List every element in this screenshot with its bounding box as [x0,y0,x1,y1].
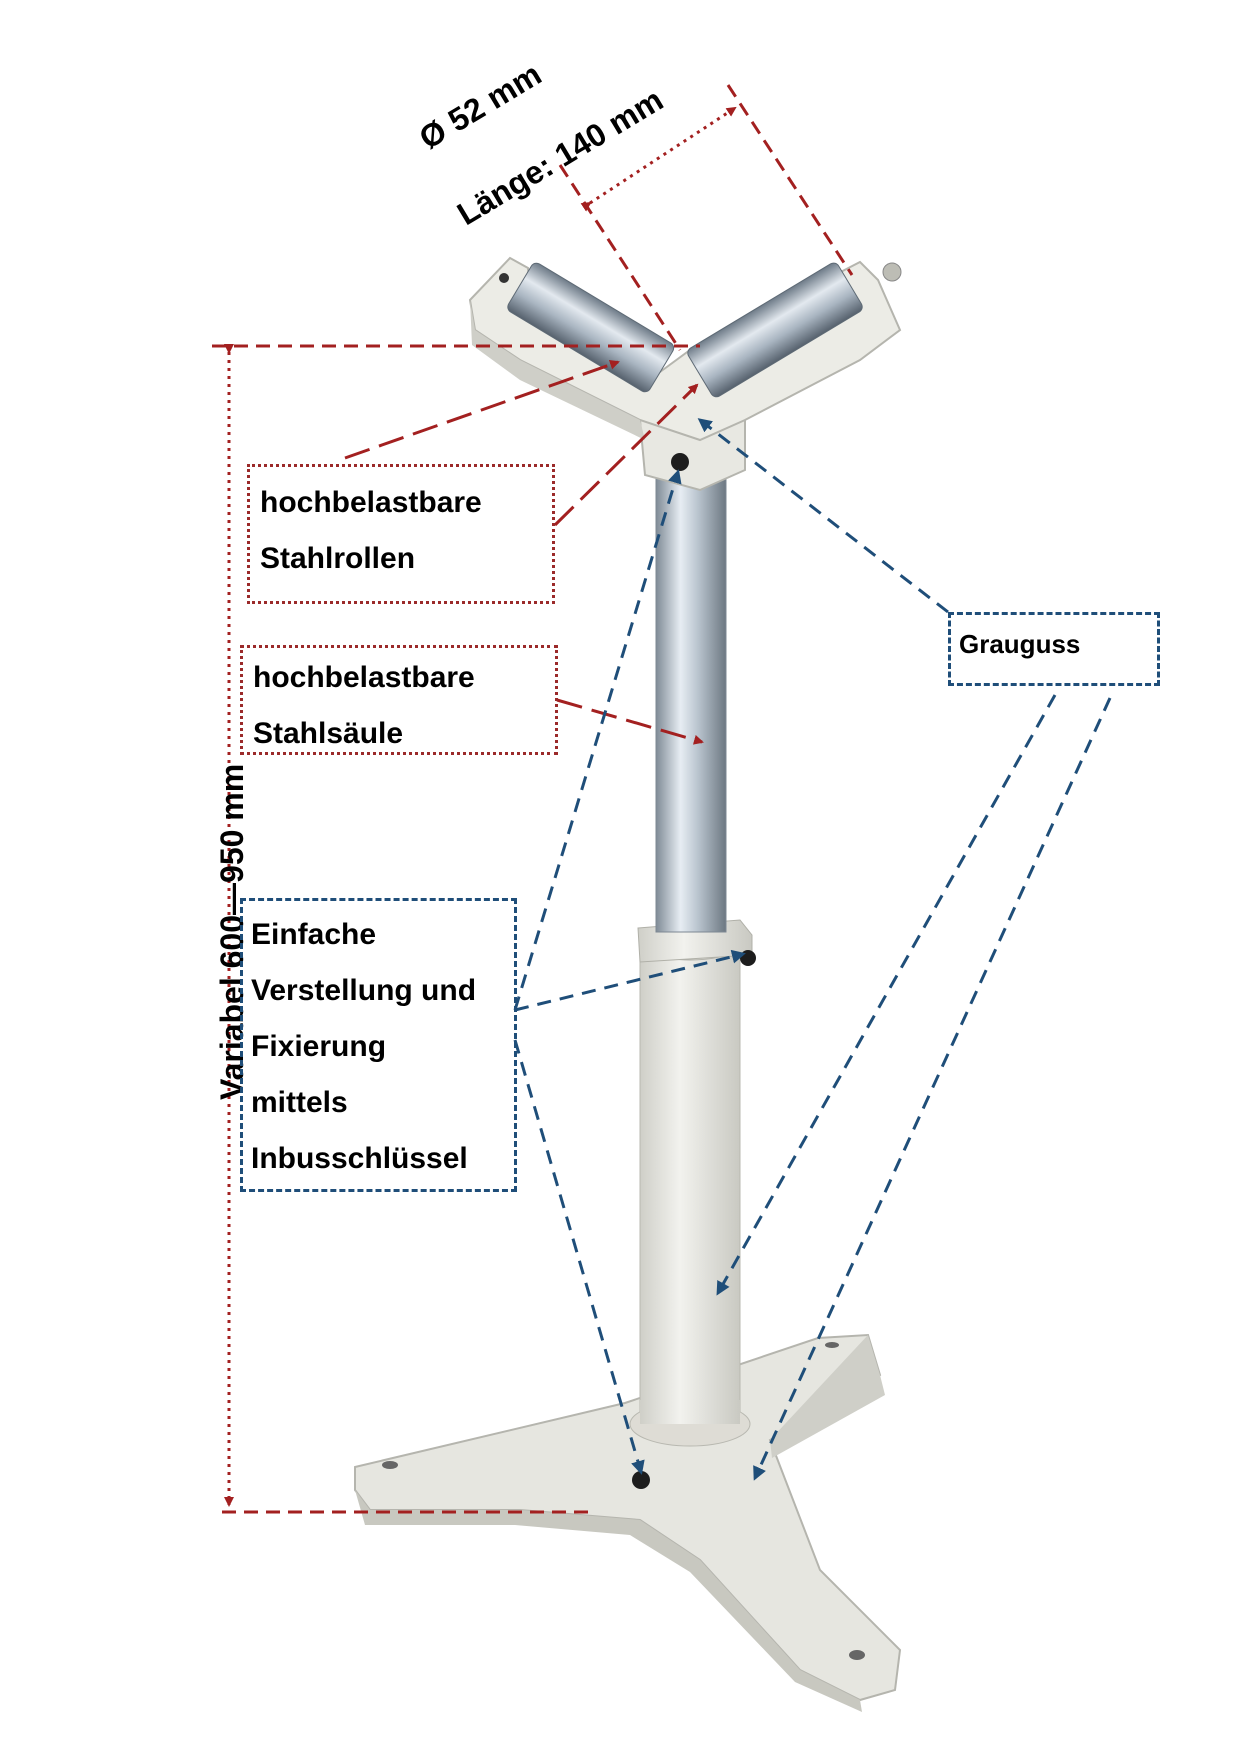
callout-cast-iron: Grauguss [948,612,1160,686]
right-roller [687,262,863,398]
rollers-leader-1 [344,359,620,460]
length-extension-right [726,84,854,276]
callout-adjustment-line-2: Verstellung und [251,974,477,1007]
callout-adjustment-line-1: Einfache [251,918,377,951]
roller-stand-illustration [354,256,902,1712]
red-annotations [212,84,854,1514]
length-dimension-arrow [580,106,737,212]
lower-tube [639,943,741,1425]
callout-steel-rollers-line-1: hochbelastbare [260,486,482,519]
grauguss-leader-tube [716,694,1057,1296]
callout-adjustment-line-3: Fixierung [251,1030,387,1063]
callout-steel-column-line-1: hochbelastbare [253,661,475,694]
callout-adjustment-line-5: Inbusschlüssel [251,1142,468,1175]
rollers-leader-2 [553,383,699,527]
tripod-base [354,1333,902,1712]
adjust-leader-head [513,469,682,1011]
grauguss-leader-base [753,697,1112,1481]
callout-steel-rollers-line-2: Stahlrollen [260,542,416,575]
callout-steel-rollers: hochbelastbare Stahlrollen [247,464,555,604]
length-extension-left [558,164,682,351]
left-roller [507,262,675,393]
callout-steel-column: hochbelastbare Stahlsäule [240,645,558,755]
callout-steel-column-line-2: Stahlsäule [253,717,404,750]
steel-column [655,471,727,933]
adjust-leader-base [513,1039,645,1475]
column-leader [556,698,704,745]
grauguss-leader-head [697,418,949,614]
adjust-leader-collar [514,949,746,1012]
callout-adjustment: Einfache Verstellung und Fixierung mitte… [240,898,517,1192]
blue-annotations [513,418,1112,1481]
callout-cast-iron-line-1: Grauguss [959,629,1081,659]
callout-adjustment-line-4: mittels [251,1086,348,1119]
